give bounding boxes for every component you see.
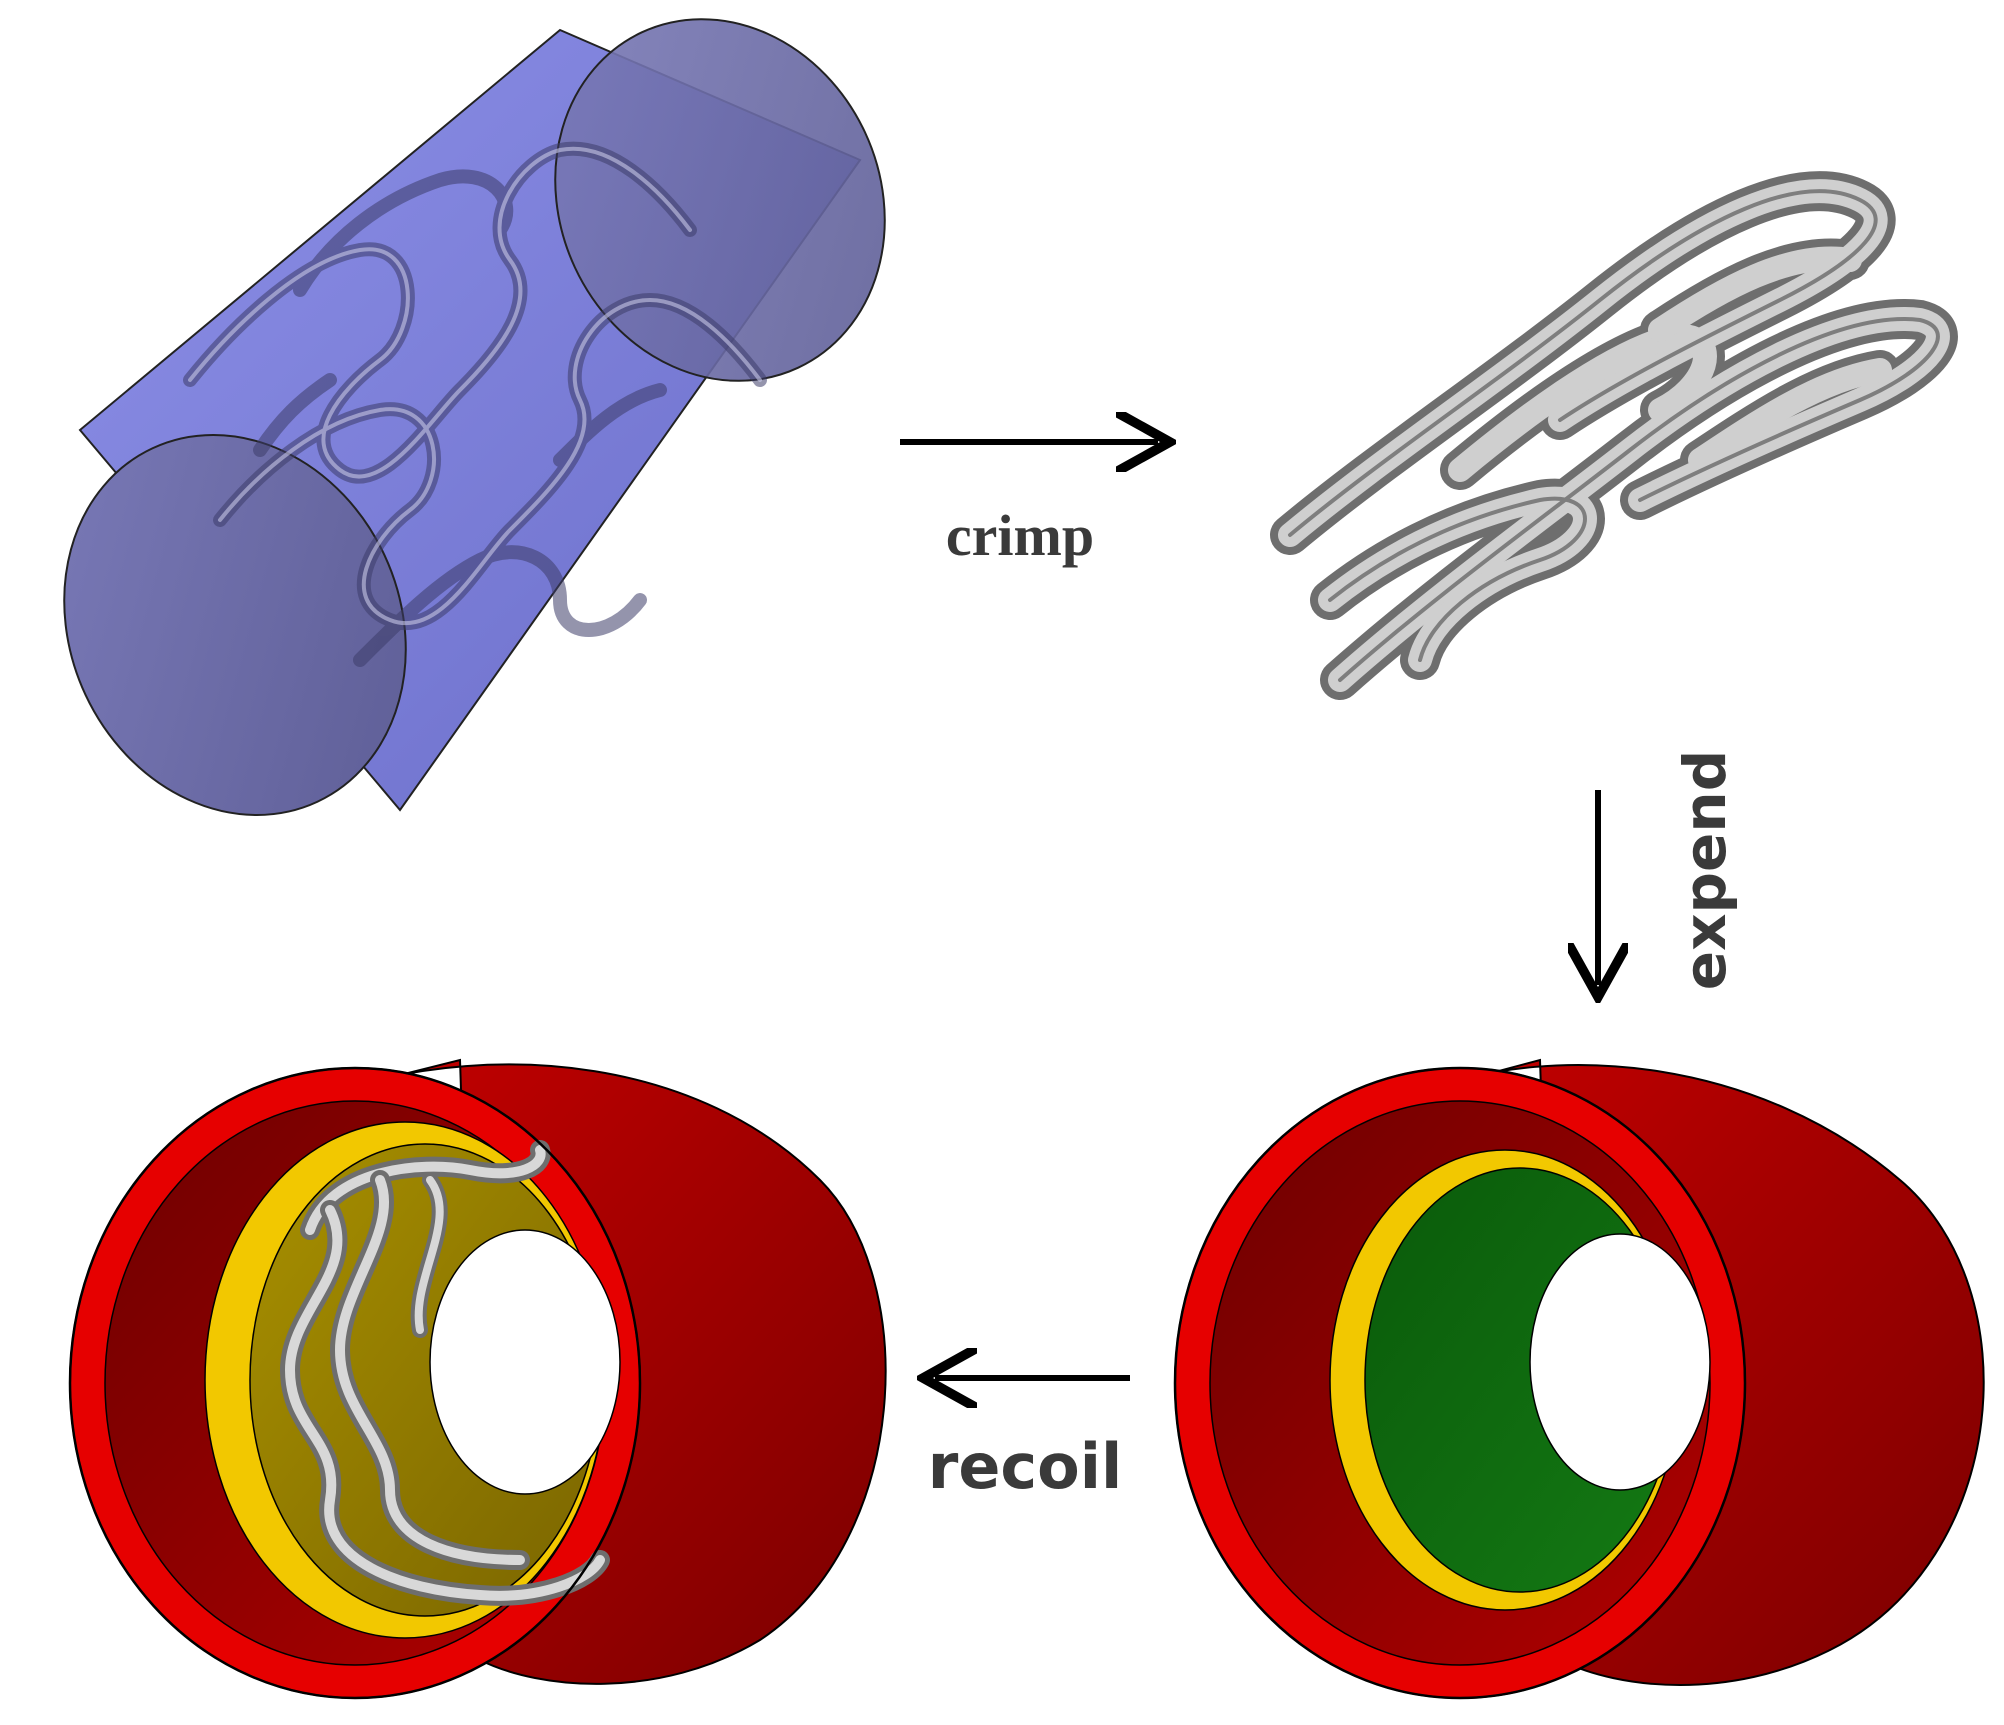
lumen-opening-left — [429, 1229, 621, 1495]
recoiled-stent-struts — [280, 1140, 610, 1606]
lumen-opening-right — [1529, 1233, 1711, 1491]
recoiled-stent-in-artery — [68, 1058, 887, 1700]
recoil-label: recoil — [928, 1430, 1122, 1503]
crimp-label: crimp — [946, 503, 1094, 568]
artery-front-rim-left — [68, 1066, 642, 1700]
expand-step: expend — [1598, 750, 1739, 990]
artery-front-rim-right — [1173, 1066, 1747, 1700]
sheath-near-end — [63, 434, 407, 816]
initial-stent-in-sheath — [63, 18, 886, 816]
expanded-stent-in-artery — [1173, 1058, 1985, 1700]
expand-label: expend — [1671, 750, 1739, 990]
crimp-step: crimp — [900, 442, 1158, 568]
crimped-stent — [1270, 171, 1958, 700]
sheath-far-end — [554, 18, 886, 382]
recoil-step: recoil — [928, 1378, 1130, 1503]
